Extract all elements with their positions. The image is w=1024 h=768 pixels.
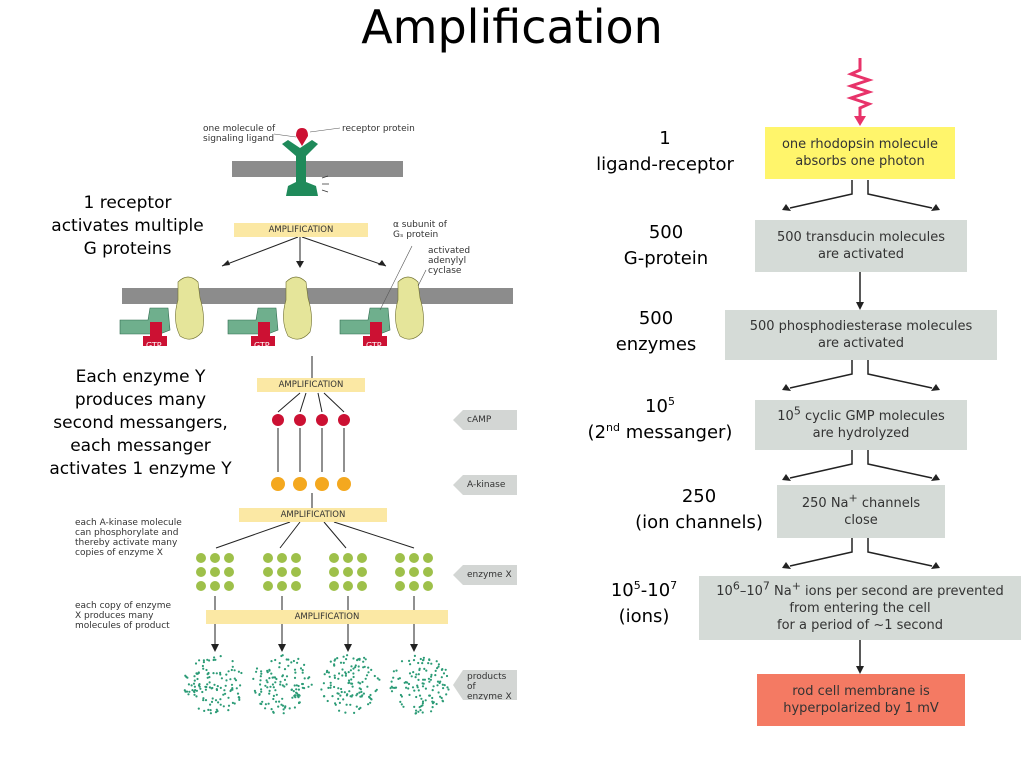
products-tag: products of enzyme X (453, 670, 517, 700)
count-ion-channels: 250(ion channels) (635, 486, 763, 533)
ligand-label: one molecule of signaling ligand (203, 124, 276, 144)
kinase-note: each A-kinase molecule can phosphorylate… (75, 518, 182, 558)
product-cloud-2 (252, 654, 313, 715)
gtp-label-1: GTP (146, 341, 162, 350)
flow-box-cgmp: 105 cyclic GMP molecules are hydrolyzed (755, 400, 967, 450)
receptor-label: receptor protein (342, 124, 415, 134)
gtp-label-2: GTP (254, 341, 270, 350)
alpha-subunit-label: α subunit of Gₛ protein (393, 220, 447, 240)
camp-tag: cAMP (453, 410, 517, 430)
g-protein-unit-3 (339, 276, 424, 346)
enzyme-copy-note: each copy of enzyme X produces many mole… (75, 601, 172, 631)
enzyme-x-cluster-4 (395, 553, 433, 591)
flow-box-transducin: 500 transducin molecules are activated (755, 220, 967, 272)
enzyme-x-cluster-2 (263, 553, 301, 591)
gtp-label-3: GTP (366, 341, 382, 350)
a-kinase-tag: A-kinase (453, 475, 517, 495)
enzyme-x-tag: enzyme X (453, 565, 517, 585)
activation-spark (321, 175, 329, 193)
camp-molecules (272, 414, 350, 426)
product-cloud-3 (320, 654, 381, 715)
plasma-membrane-top (232, 161, 403, 177)
amplification-bar-2: AMPLIFICATION (257, 378, 365, 392)
ligand (296, 128, 308, 146)
g-protein-unit-2 (227, 276, 312, 346)
enzyme-note: Each enzyme Y produces many second messa… (49, 367, 232, 479)
amplification-bar-1: AMPLIFICATION (234, 223, 368, 237)
product-cloud-4 (389, 654, 450, 715)
count-ions: 105-107 (ions) (610, 579, 678, 627)
flow-box-hyperpolarized: rod cell membrane is hyperpolarized by 1… (757, 674, 965, 726)
slide-title: Amplification (361, 0, 663, 54)
photon-zigzag (846, 58, 874, 118)
receptor-note: 1 receptor activates multiple G proteins (51, 193, 204, 259)
enzyme-x-cluster-3 (329, 553, 367, 591)
receptor-pointer (309, 127, 341, 133)
amplification-bar-4: AMPLIFICATION (206, 610, 448, 624)
products-of-enzyme-x (183, 654, 450, 715)
flow-box-rhodopsin: one rhodopsin molecule absorbs one photo… (765, 127, 955, 179)
receptor-protein (282, 140, 318, 196)
cyclase-label: activated adenylyl cyclase (428, 246, 471, 276)
g-protein-unit-1 (119, 276, 204, 346)
alpha-pointer (379, 245, 413, 311)
ligand-pointer (273, 133, 297, 138)
amplification-bar-3: AMPLIFICATION (239, 508, 387, 522)
flow-box-phosphodiesterase: 500 phosphodiesterase molecules are acti… (725, 310, 997, 360)
flow-box-na-channels: 250 Na+ channels close (777, 485, 945, 538)
count-second-messenger: 105 (2nd messanger) (587, 395, 733, 443)
cyclase-pointer (417, 269, 427, 287)
camp-group (277, 392, 345, 413)
flow-arrows (789, 180, 933, 668)
a-kinase-molecules (271, 477, 351, 491)
enzyme-x-cluster-1 (196, 553, 234, 591)
flow-box-na-ions: 106–107 Na+ ions per second are prevente… (699, 576, 1021, 640)
product-cloud-1 (183, 655, 243, 715)
